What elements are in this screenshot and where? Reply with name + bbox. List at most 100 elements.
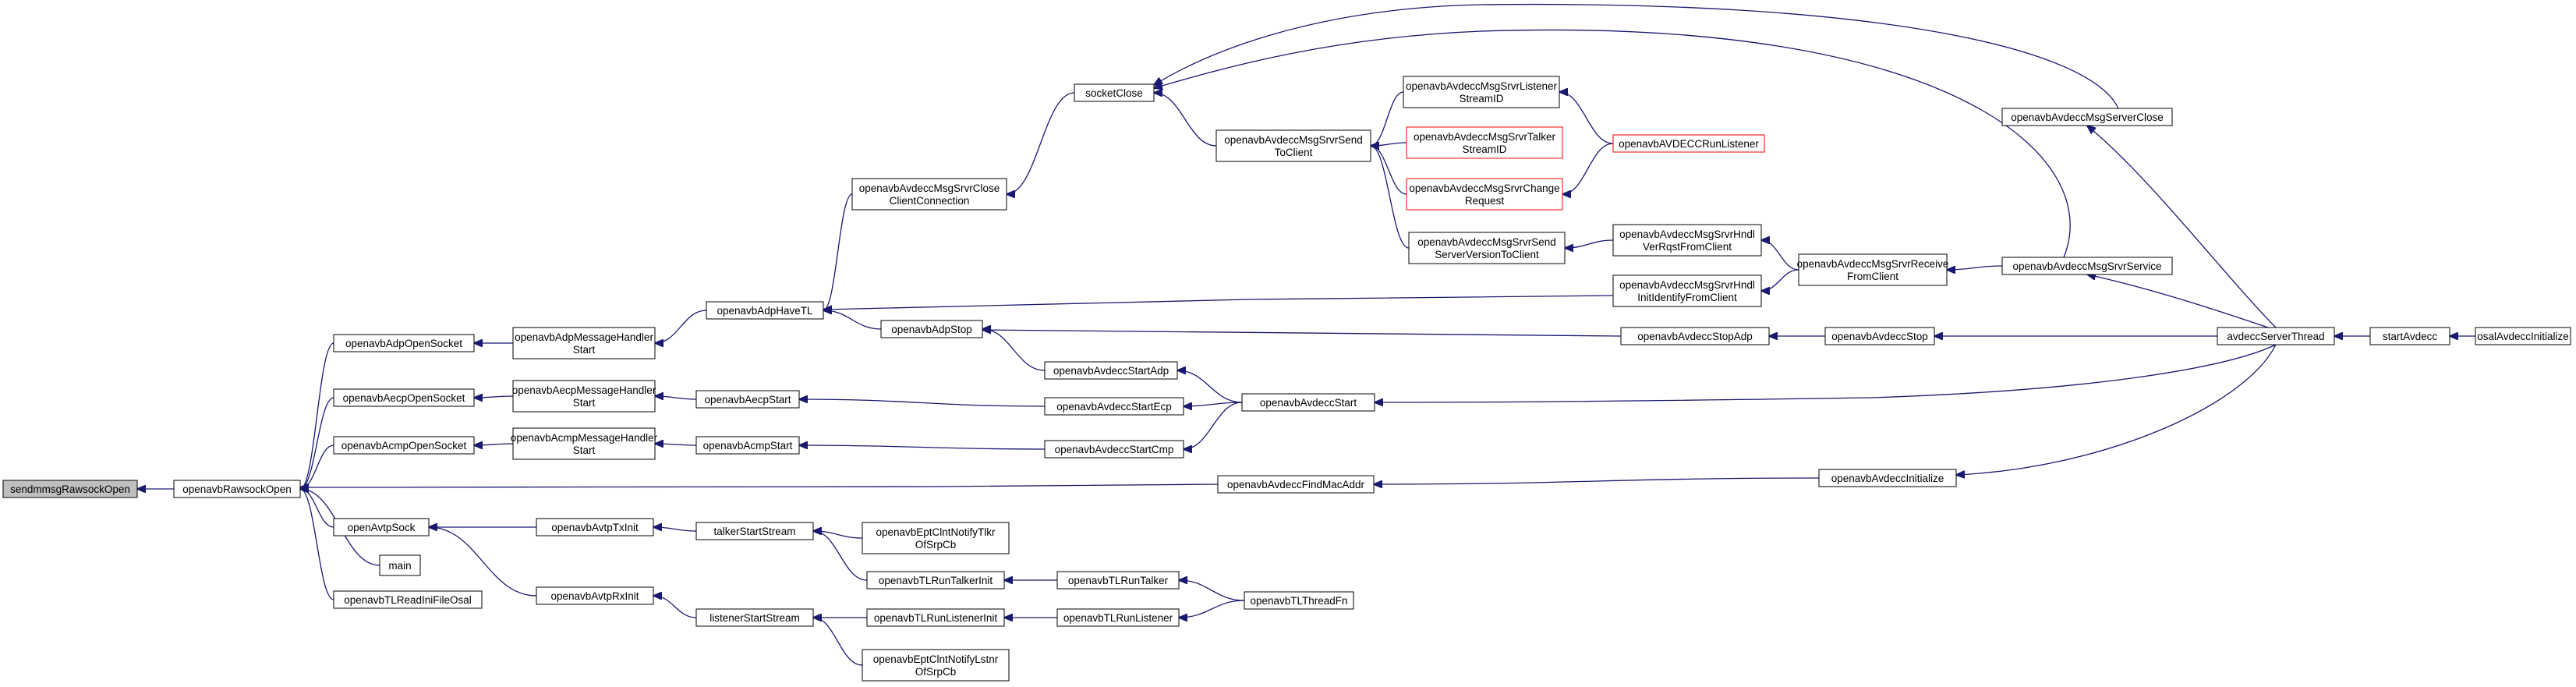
graph-node-box [1074,83,1155,102]
graph-node-label: osalAvdeccInitialize [2477,331,2569,342]
graph-node-openavbadpstop[interactable]: openavbAdpStop [880,320,983,338]
graph-node-openavbavdeccrunlistener[interactable]: openavbAVDECCRunListener [1612,134,1765,153]
graph-node-openavtpsock[interactable]: openAvtpSock [333,518,430,536]
call-edge-n12-to-n5 [429,527,537,597]
graph-node-box [512,327,656,359]
graph-node-talkerstartstream[interactable]: talkerStartStream [695,522,814,540]
graph-node-openavbrawsockopen[interactable]: openavbRawsockOpen [173,480,301,498]
graph-node-label: openavbAvdeccMsgSrvrReceive [1797,258,1949,270]
graph-node-box [862,649,1010,682]
graph-node-box [333,388,475,407]
graph-node-box [695,436,800,455]
graph-node-label: ServerVersionToClient [1435,249,1539,260]
graph-node-openavbtlruntalker[interactable]: openavbTLRunTalker [1056,571,1180,590]
graph-node-main[interactable]: main [379,554,421,576]
graph-node-openavbavtprxinit[interactable]: openavbAvtpRxInit [536,586,654,605]
graph-node-openavbacmpstart[interactable]: openavbAcmpStart [695,436,800,455]
graph-node-label: openavbAvdeccInitialize [1831,473,1944,484]
call-edge-n27-to-n15 [799,445,1046,450]
graph-node-box [173,480,301,498]
graph-node-box [536,518,654,536]
graph-node-label: openavbAdpOpenSocket [345,338,462,349]
graph-node-label: openAvtpSock [348,522,416,533]
call-edge-n38-to-n19 [982,330,1622,337]
graph-node-label: FromClient [1847,271,1898,282]
call-edge-n18-to-n13 [823,193,853,310]
graph-node-box [2,480,138,498]
graph-node-startavdecc[interactable]: startAvdecc [2369,327,2450,345]
call-edge-n36-to-n30 [1371,146,1407,195]
graph-node-openavbavdeccstop[interactable]: openavbAvdeccStop [1824,327,1935,345]
call-edge-n19-to-n13 [823,310,882,330]
graph-node-openavbavdeccstartecp[interactable]: openavbAvdeccStartEcp [1044,397,1184,416]
graph-node-box [695,390,800,409]
graph-node-label: openavbAdpStop [891,324,972,335]
graph-node-label: openavbEptClntNotifyLstnr [873,653,999,665]
graph-node-openavbavdeccinitialize[interactable]: openavbAvdeccInitialize [1818,469,1957,487]
edge-layer [137,3,2475,666]
graph-node-sendmmsgrawsockopen[interactable]: sendmmsgRawsockOpen [2,480,138,498]
graph-node-box [706,301,824,320]
graph-node-label: OfSrpCb [915,666,957,678]
graph-node-box [1798,253,1948,286]
graph-node-box [1217,475,1375,494]
graph-node-openavbtlruntalkerinit[interactable]: openavbTLRunTalkerInit [866,571,1005,590]
graph-node-box [695,522,814,540]
graph-node-openavbavdeccmsgserverclose[interactable]: openavbAvdeccMsgServerClose [2001,108,2173,126]
graph-node-openavbavdeccmsgsrvrhndlverrqstfromclient[interactable]: openavbAvdeccMsgSrvrHndlVerRqstFromClien… [1612,224,1762,257]
graph-node-label: openavbTLRunTalker [1068,575,1169,586]
graph-node-openavbavdeccmsgsrvrcloseclientconnection[interactable]: openavbAvdeccMsgSrvrCloseClientConnectio… [851,178,1007,211]
graph-node-openavbacmpopensocket[interactable]: openavbAcmpOpenSocket [333,436,475,455]
graph-node-listenerstartstream[interactable]: listenerStartStream [695,608,814,627]
graph-node-label: openavbAvdeccMsgSrvrSend [1224,134,1363,146]
graph-node-label: openavbAdpHaveTL [717,305,813,317]
call-edge-n23-to-n17 [813,618,863,666]
graph-node-label: listenerStartStream [709,612,800,624]
graph-node-box [333,518,430,536]
graph-node-openavbadphavetl[interactable]: openavbAdpHaveTL [706,301,824,320]
graph-node-socketclose[interactable]: socketClose [1074,83,1155,102]
graph-node-box [1408,232,1566,264]
graph-node-box [1620,327,1770,345]
graph-node-openavbavdeccstartadp[interactable]: openavbAvdeccStartAdp [1044,361,1178,380]
graph-node-box [1612,224,1762,257]
graph-node-openavbaecpopensocket[interactable]: openavbAecpOpenSocket [333,388,475,407]
graph-node-label: openavbTLRunTalkerInit [879,575,993,586]
graph-node-openavbavdeccstart[interactable]: openavbAvdeccStart [1241,393,1375,412]
graph-node-openavbadpopensocket[interactable]: openavbAdpOpenSocket [333,334,475,352]
graph-node-label: StreamID [1462,143,1506,155]
graph-node-openavbavdeccmsgsrvrservice[interactable]: openavbAvdeccMsgSrvrService [2001,257,2173,275]
graph-node-label: openavbAVDECCRunListener [1619,138,1759,150]
graph-node-openavbavdeccmsgsrvrhndlinitidentifyfromclient[interactable]: openavbAvdeccMsgSrvrHndlInitIdentifyFrom… [1612,274,1762,307]
graph-node-avdeccserverthread[interactable]: avdeccServerThread [2217,327,2335,345]
graph-node-box [1403,76,1560,108]
graph-node-openavbavtptxinit[interactable]: openavbAvtpTxInit [536,518,654,536]
call-edge-n31-to-n27 [1184,402,1243,449]
graph-node-openavbavdeccmsgsrvrsendserverversiontoclient[interactable]: openavbAvdeccMsgSrvrSendServerVersionToC… [1408,232,1566,264]
graph-node-osalavdeccinitialize[interactable]: osalAvdeccInitialize [2475,327,2571,345]
graph-node-box [1824,327,1935,345]
graph-node-box [1056,608,1180,627]
graph-node-openavbtlrunlistenerinit[interactable]: openavbTLRunListenerInit [866,608,1005,627]
graph-node-openavbaecpstart[interactable]: openavbAecpStart [695,390,800,409]
graph-node-openavbavdeccfindmacaddr[interactable]: openavbAvdeccFindMacAddr [1217,475,1375,494]
graph-node-openavbavdeccstopadp[interactable]: openavbAvdeccStopAdp [1620,327,1770,345]
graph-node-openavbtlreadinifileosal[interactable]: openavbTLReadIniFileOsal [333,590,483,609]
graph-node-openavbtlthreadfn[interactable]: openavbTLThreadFn [1244,591,1354,610]
call-edge-n32-to-n1 [300,484,1219,487]
call-edge-n40-to-n37 [1565,239,1614,248]
graph-node-label: openavbAvdeccStartEcp [1056,401,1172,413]
graph-node-openavbavdeccstartcmp[interactable]: openavbAvdeccStartCmp [1044,440,1184,459]
graph-node-openavbtlrunlistener[interactable]: openavbTLRunListener [1056,608,1180,627]
